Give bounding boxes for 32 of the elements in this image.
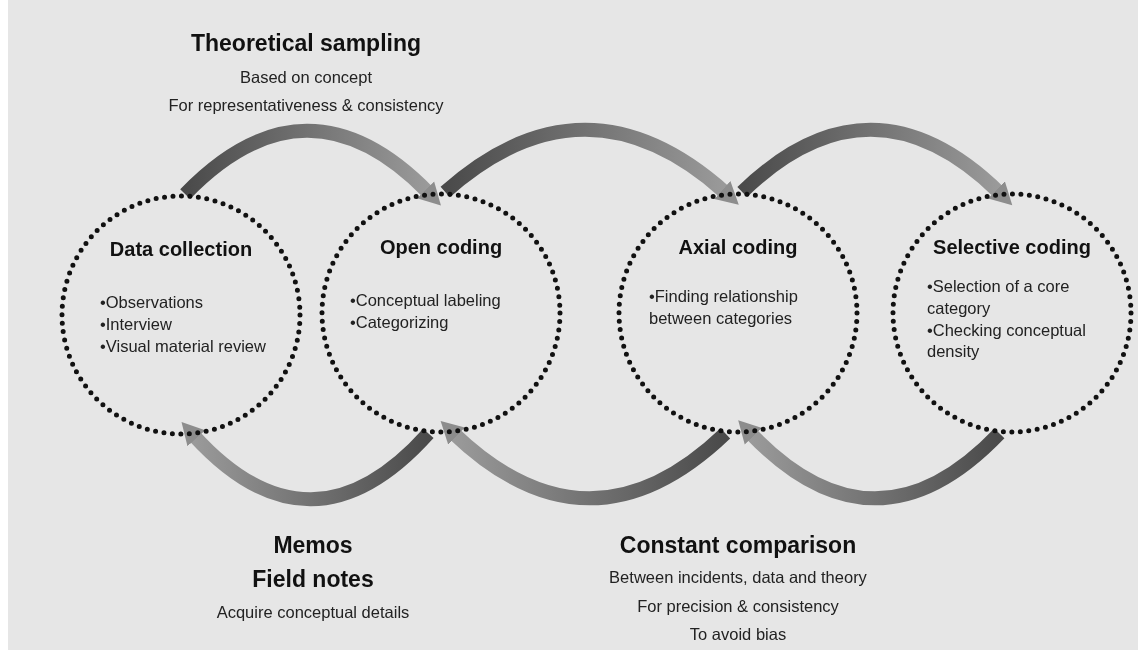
curved-arrow bbox=[737, 123, 1013, 205]
annotation-heading: Constant comparison bbox=[619, 532, 857, 559]
dotted-circle bbox=[320, 192, 562, 434]
bullet-item: •Interview bbox=[100, 313, 172, 335]
annotation-heading: Field notes bbox=[252, 566, 374, 593]
stage-heading: Open coding bbox=[378, 236, 504, 259]
curved-arrow bbox=[737, 420, 1005, 506]
stage-heading: Data collection bbox=[108, 238, 254, 261]
bullet-item: •Observations bbox=[100, 292, 203, 313]
bullet-item: •Finding relationship between categories bbox=[649, 286, 799, 329]
curved-arrow bbox=[180, 123, 442, 205]
stage-heading: Selective coding bbox=[932, 236, 1092, 259]
annotation-text: For precision & consistency bbox=[637, 597, 839, 616]
annotation-heading: Theoretical sampling bbox=[190, 30, 422, 57]
dotted-circle bbox=[891, 192, 1133, 434]
curved-arrow bbox=[180, 422, 434, 507]
annotation-text: Acquire conceptual details bbox=[216, 603, 410, 622]
bullet-item: •Conceptual labeling bbox=[350, 290, 501, 311]
dotted-circle bbox=[60, 194, 302, 436]
annotation-heading: Memos bbox=[273, 532, 353, 559]
bullet-item: •Visual material review bbox=[100, 335, 266, 357]
dotted-circle bbox=[617, 192, 859, 434]
bullet-item: •Selection of a core category bbox=[927, 276, 1071, 319]
bullet-item: •Categorizing bbox=[350, 311, 449, 333]
bullet-item: •Checking conceptual density bbox=[927, 319, 1087, 363]
stage-heading: Axial coding bbox=[677, 236, 799, 259]
curved-arrow bbox=[440, 421, 730, 506]
annotation-text: Between incidents, data and theory bbox=[609, 568, 867, 587]
annotation-text: For representativeness & consistency bbox=[168, 96, 444, 115]
curved-arrow bbox=[440, 123, 740, 205]
annotation-text: Based on concept bbox=[239, 68, 373, 87]
annotation-text: To avoid bias bbox=[689, 625, 787, 644]
